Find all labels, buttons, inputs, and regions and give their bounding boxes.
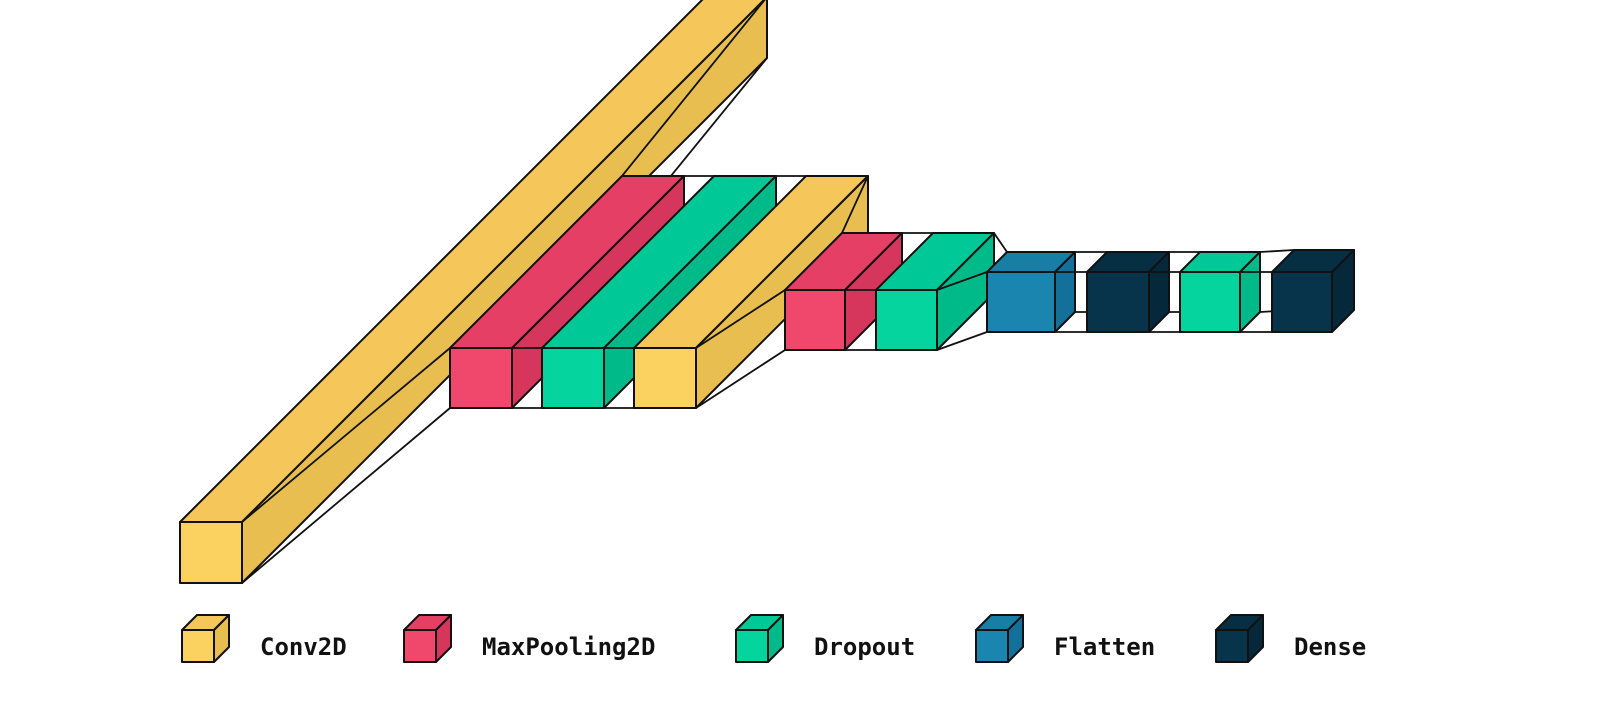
box-front-face — [875, 289, 938, 351]
legend-label: Conv2D — [260, 633, 347, 661]
legend-item-maxpooling2d: MaxPooling2D — [403, 614, 655, 663]
box-front-face — [179, 521, 243, 584]
box-front-face — [1086, 271, 1150, 333]
box-front-face — [975, 629, 1009, 663]
connector-line — [936, 271, 988, 291]
legend-swatch-icon — [735, 614, 784, 663]
box-front-face — [541, 347, 605, 409]
box-front-face — [1215, 629, 1249, 663]
legend-item-dropout: Dropout — [735, 614, 915, 663]
legend-item-flatten: Flatten — [975, 614, 1155, 663]
layer-flatten — [986, 251, 1076, 333]
legend-swatch-icon — [975, 614, 1024, 663]
legend-swatch-icon — [1215, 614, 1264, 663]
layer-conv2d — [179, 0, 768, 584]
box-front-face — [986, 271, 1056, 333]
legend-label: Dense — [1294, 633, 1366, 661]
box-front-face — [181, 629, 215, 663]
connector-line — [1259, 249, 1295, 253]
layer-stack — [179, 0, 1355, 584]
legend-swatch-icon — [181, 614, 230, 663]
connector-line — [241, 407, 451, 584]
layer-dense — [1086, 251, 1170, 333]
legend-item-conv2d: Conv2D — [181, 614, 347, 663]
box-front-face — [1271, 271, 1333, 333]
legend-label: MaxPooling2D — [482, 633, 655, 661]
connector-line — [695, 349, 786, 409]
box-front-face — [1179, 271, 1241, 333]
legend-swatch-icon — [403, 614, 452, 663]
connector-line — [695, 289, 786, 349]
box-front-face — [735, 629, 769, 663]
legend-label: Dropout — [814, 633, 915, 661]
connector-line — [993, 232, 1008, 253]
layer-dense — [1271, 249, 1355, 333]
connector-line — [241, 347, 451, 523]
connector-line — [621, 0, 766, 177]
connector-line — [936, 331, 988, 351]
legend-label: Flatten — [1054, 633, 1155, 661]
connector-line — [841, 175, 869, 234]
legend-item-dense: Dense — [1215, 614, 1366, 663]
legend: Conv2D MaxPooling2D Dropout Flatten Dense — [181, 614, 1366, 663]
box-front-face — [403, 629, 437, 663]
box-front-face — [633, 347, 697, 409]
box-front-face — [449, 347, 513, 409]
layer-dropout — [1179, 251, 1261, 333]
box-front-face — [784, 289, 846, 351]
